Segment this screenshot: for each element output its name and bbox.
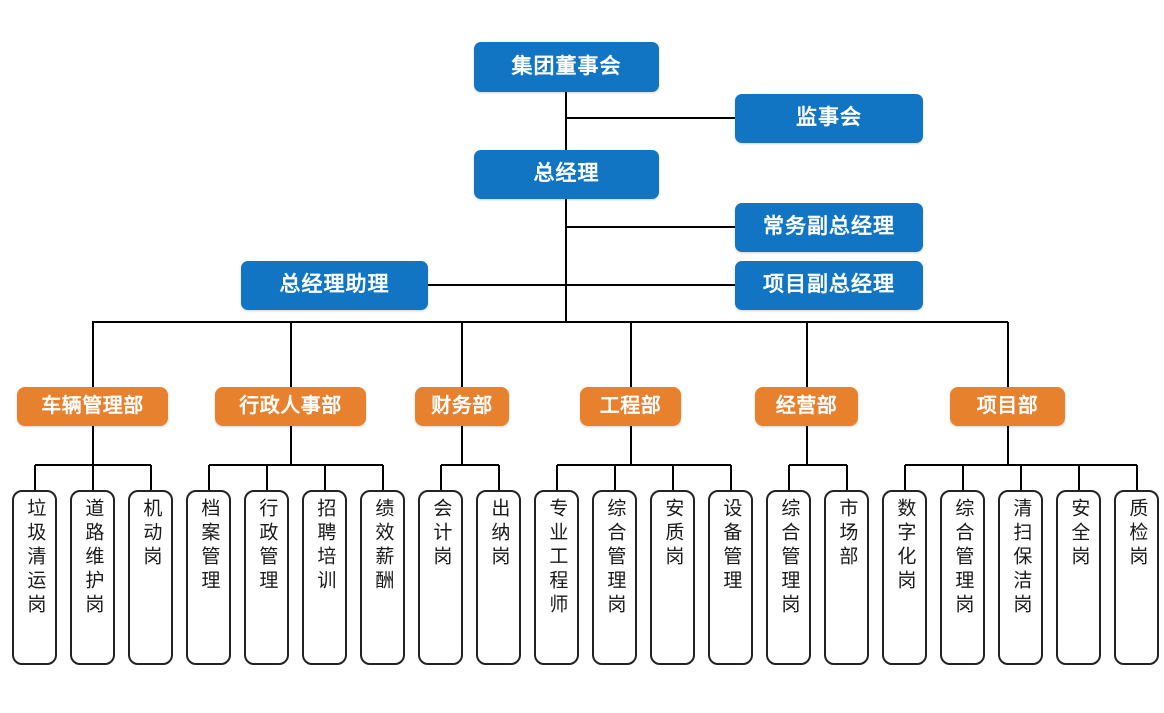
position-node-road-maintenance[interactable]: 道路维护岗 xyxy=(70,490,115,665)
exec-node-board[interactable]: 集团董事会 xyxy=(474,42,659,92)
position-node-safety-quality[interactable]: 安质岗 xyxy=(650,490,695,665)
dept-node-engineering[interactable]: 工程部 xyxy=(580,387,681,426)
dept-node-project[interactable]: 项目部 xyxy=(950,387,1065,426)
position-node-equipment-mgmt[interactable]: 设备管理 xyxy=(708,490,753,665)
position-node-cleaning[interactable]: 清扫保洁岗 xyxy=(998,490,1043,665)
position-node-cashier[interactable]: 出纳岗 xyxy=(476,490,521,665)
position-node-digitalization[interactable]: 数字化岗 xyxy=(882,490,927,665)
exec-node-gm-assistant[interactable]: 总经理助理 xyxy=(241,261,428,310)
dept-node-admin-hr[interactable]: 行政人事部 xyxy=(215,387,366,426)
dept-node-finance[interactable]: 财务部 xyxy=(415,387,509,426)
position-node-admin-mgmt[interactable]: 行政管理 xyxy=(244,490,289,665)
position-node-recruit-train[interactable]: 招聘培训 xyxy=(302,490,347,665)
position-node-professional-engineer[interactable]: 专业工程师 xyxy=(534,490,579,665)
exec-node-gm[interactable]: 总经理 xyxy=(474,150,659,199)
exec-node-supervisory[interactable]: 监事会 xyxy=(735,94,923,143)
position-node-quality-check[interactable]: 质检岗 xyxy=(1114,490,1159,665)
exec-node-proj-deputy-gm[interactable]: 项目副总经理 xyxy=(735,261,923,310)
position-node-marketing[interactable]: 市场部 xyxy=(824,490,869,665)
position-node-perf-salary[interactable]: 绩效薪酬 xyxy=(360,490,405,665)
position-node-mobile-post[interactable]: 机动岗 xyxy=(128,490,173,665)
dept-node-vehicle[interactable]: 车辆管理部 xyxy=(17,387,168,426)
exec-node-exec-deputy-gm[interactable]: 常务副总经理 xyxy=(735,203,923,252)
position-node-safety-post[interactable]: 安全岗 xyxy=(1056,490,1101,665)
position-node-ops-general-mgmt[interactable]: 综合管理岗 xyxy=(766,490,811,665)
dept-node-operations[interactable]: 经营部 xyxy=(755,387,858,426)
position-node-garbage-transport[interactable]: 垃圾清运岗 xyxy=(12,490,57,665)
position-node-accounting[interactable]: 会计岗 xyxy=(418,490,463,665)
position-node-archive-mgmt[interactable]: 档案管理 xyxy=(186,490,231,665)
position-node-proj-general-mgmt[interactable]: 综合管理岗 xyxy=(940,490,985,665)
position-node-eng-general-mgmt[interactable]: 综合管理岗 xyxy=(592,490,637,665)
